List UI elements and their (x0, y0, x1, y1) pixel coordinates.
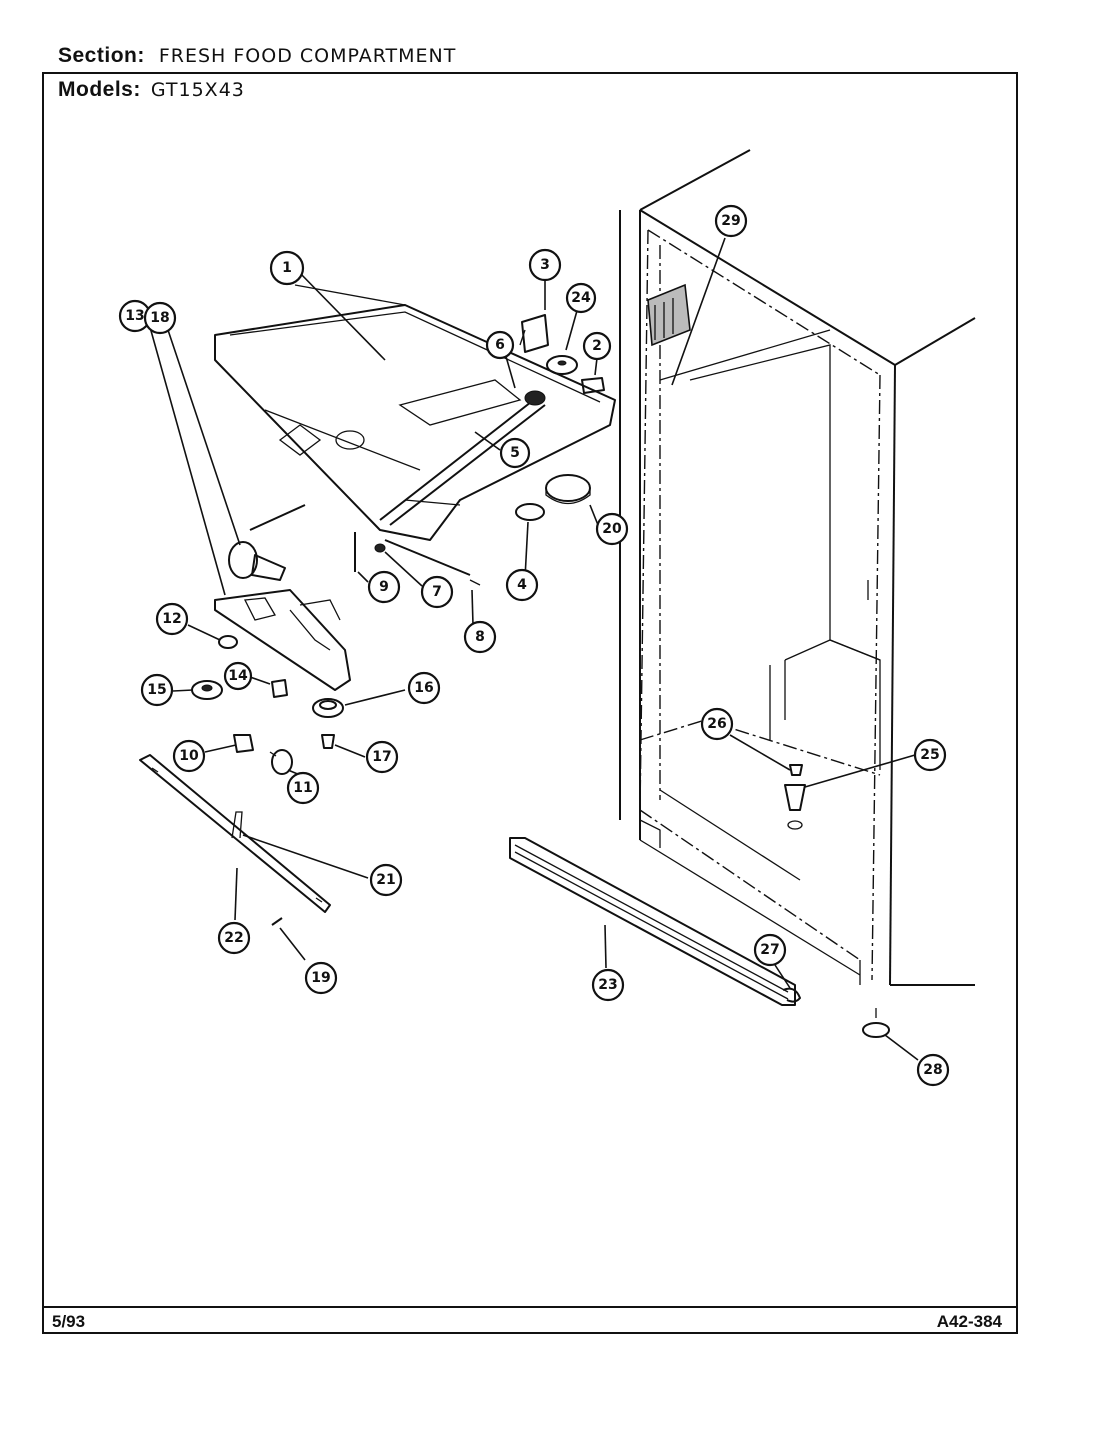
models-header: Models: GT15X43 (58, 78, 245, 102)
callout-19: 19 (304, 961, 338, 995)
callout-number: 4 (517, 577, 527, 593)
callout-6: 6 (485, 330, 515, 360)
callout-15: 15 (140, 673, 174, 707)
callout-1: 1 (269, 250, 305, 286)
callout-number: 17 (372, 749, 391, 765)
callout-group: 1 2 3 4 5 6 7 8 9 10 11 12 13 14 15 16 1… (118, 204, 950, 1087)
callout-number: 27 (760, 942, 779, 958)
callout-7: 7 (420, 575, 454, 609)
callout-24: 24 (565, 282, 597, 314)
callout-number: 11 (293, 780, 312, 796)
callout-number: 2 (592, 338, 602, 354)
callout-4: 4 (505, 568, 539, 602)
models-value: GT15X43 (150, 79, 245, 101)
callout-22: 22 (217, 921, 251, 955)
callout-11: 11 (286, 771, 320, 805)
section-label: Section: (58, 44, 145, 67)
callout-number: 13 (125, 308, 144, 324)
callout-number: 21 (376, 872, 395, 888)
callout-number: 28 (923, 1062, 942, 1078)
section-value: FRESH FOOD COMPARTMENT (158, 45, 457, 67)
callout-29: 29 (714, 204, 748, 238)
callout-number: 29 (721, 213, 740, 229)
callout-number: 24 (571, 290, 591, 306)
callout-number: 1 (282, 260, 292, 276)
callout-number: 3 (540, 257, 550, 273)
footer-divider (44, 1306, 1016, 1308)
callout-26: 26 (700, 707, 734, 741)
callout-number: 14 (228, 668, 248, 684)
footer-code: A42-384 (936, 1312, 1002, 1331)
callout-number: 26 (707, 716, 726, 732)
callout-10: 10 (172, 739, 206, 773)
models-label: Models: (58, 78, 141, 101)
callout-number: 20 (602, 521, 622, 537)
footer-date: 5/93 (52, 1312, 86, 1331)
callout-25: 25 (913, 738, 947, 772)
callout-number: 18 (150, 310, 169, 326)
callout-number: 25 (920, 747, 939, 763)
diagram-frame: Models: GT15X43 5/93 A42-384 (42, 72, 1018, 1334)
callout-number: 15 (147, 682, 166, 698)
callout-number: 10 (179, 748, 199, 764)
callout-number: 22 (224, 930, 243, 946)
callout-14: 14 (223, 661, 253, 691)
leader-lines (147, 237, 919, 1061)
callout-number: 7 (432, 584, 442, 600)
callout-21: 21 (369, 863, 403, 897)
callout-2: 2 (582, 331, 612, 361)
callout-number: 19 (311, 970, 330, 986)
callout-number: 8 (475, 629, 485, 645)
callout-28: 28 (916, 1053, 950, 1087)
callout-number: 9 (379, 579, 389, 595)
callout-number: 23 (598, 977, 617, 993)
cabinet-drawing (619, 149, 976, 986)
callout-number: 6 (495, 337, 505, 353)
callout-12: 12 (155, 602, 189, 636)
callout-number: 16 (414, 680, 433, 696)
callout-5: 5 (499, 437, 531, 469)
control-housing-drawing (214, 284, 616, 586)
callout-13: 13 (118, 299, 152, 333)
callout-9: 9 (367, 570, 401, 604)
callout-27: 27 (753, 933, 787, 967)
callout-23: 23 (591, 968, 625, 1002)
callout-3: 3 (528, 248, 562, 282)
callout-number: 5 (510, 445, 520, 461)
section-header: Section: FRESH FOOD COMPARTMENT (58, 44, 456, 68)
callout-20: 20 (595, 512, 629, 546)
callout-17: 17 (365, 740, 399, 774)
small-parts-drawing (139, 314, 890, 1038)
callout-18: 18 (143, 301, 177, 335)
callout-16: 16 (407, 671, 441, 705)
callout-number: 12 (162, 611, 181, 627)
callout-8: 8 (463, 620, 497, 654)
